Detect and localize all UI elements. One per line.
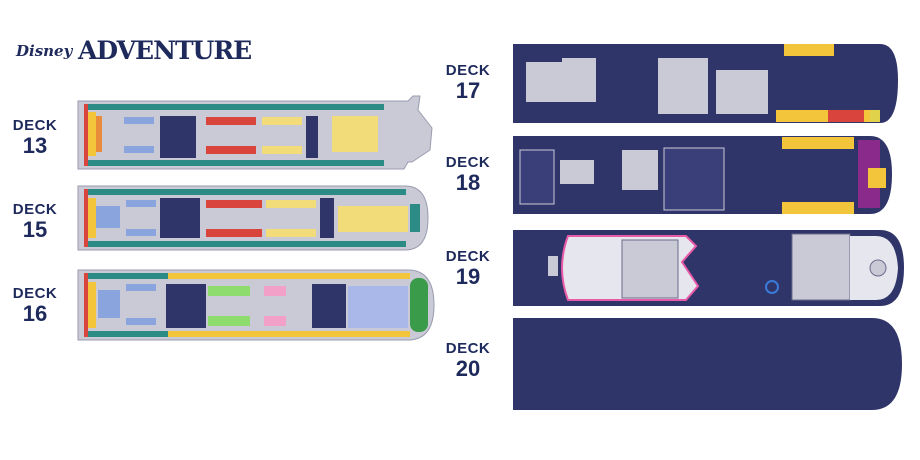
deck-number: 20 [455, 356, 481, 381]
deck-20-label: DECK 20 [433, 340, 503, 381]
deck-16-plan [77, 269, 435, 341]
deck-number: 19 [455, 264, 481, 289]
deck-15-plan [77, 185, 429, 251]
deck-19-label: DECK 19 [433, 248, 503, 289]
deck-number: 13 [22, 133, 48, 158]
deck-15-label: DECK 15 [0, 201, 70, 242]
deck-19-plan [513, 230, 904, 306]
deck-17-plan [513, 44, 898, 123]
deck-13-plan [77, 95, 433, 170]
deck-18-plan [513, 136, 892, 214]
deck-word: DECK [12, 201, 58, 218]
disney-adventure-logo: Disney ADVENTURE [16, 36, 252, 72]
deck-word: DECK [445, 154, 491, 171]
deck-18-label: DECK 18 [433, 154, 503, 195]
logo-adventure-text: ADVENTURE [78, 36, 252, 65]
deck-17-label: DECK 17 [433, 62, 503, 103]
deck-20-plan [513, 318, 902, 410]
deck-number: 18 [455, 170, 481, 195]
deck-16-label: DECK 16 [0, 285, 70, 326]
deck-number: 17 [455, 78, 481, 103]
deck-word: DECK [12, 285, 58, 302]
deck-word: DECK [445, 340, 491, 357]
logo-disney-text: Disney [16, 42, 73, 60]
deck-word: DECK [445, 62, 491, 79]
deck-13-label: DECK 13 [0, 117, 70, 158]
deck-word: DECK [445, 248, 491, 265]
deck-number: 15 [22, 217, 48, 242]
deck-word: DECK [12, 117, 58, 134]
deck-number: 16 [22, 301, 48, 326]
